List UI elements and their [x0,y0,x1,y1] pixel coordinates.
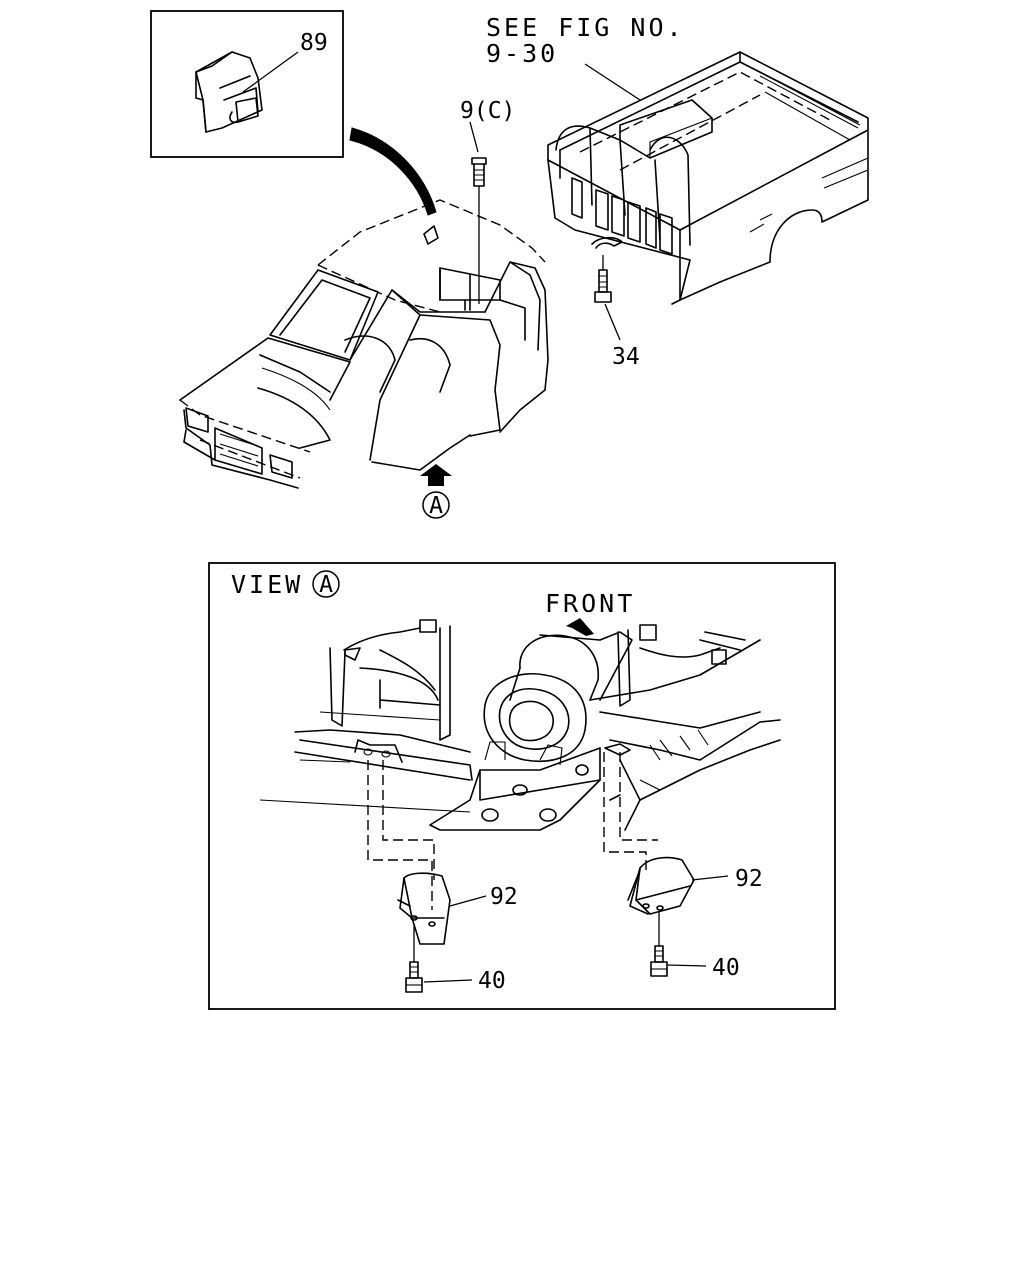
chassis-drawing [259,619,781,831]
view-title-marker: A [319,572,333,598]
leader-see-fig [584,63,641,101]
label-92-left: 92 [490,884,518,910]
leader-89 [242,51,299,93]
leader-9c [469,121,479,153]
bolt-9c [471,157,487,304]
bolt-34 [594,255,621,341]
label-34: 34 [612,344,640,370]
install-path-right-1 [603,752,647,870]
truck-bed-drawing [547,51,869,305]
leader-40-right [667,964,707,967]
bracket-92-right [627,856,695,915]
inset-frame [150,10,344,158]
view-a-marker: A [429,493,443,519]
view-a-panel: VIEW A FRONT [208,562,836,1010]
see-fig-line2: 9-30 [486,39,558,68]
view-a-circle [422,491,450,519]
label-9c: 9(C) [460,98,515,124]
leader-92-left [449,895,487,907]
view-title-circle [312,570,340,598]
view-a-arrow [420,464,452,486]
bolt-40-right [650,912,668,977]
label-40-left: 40 [478,968,506,994]
view-a-frame [208,562,836,1010]
leader-34 [604,303,621,341]
front-label: FRONT [545,589,635,618]
see-fig-line1: SEE FIG NO. [486,13,685,42]
bracket-92-left [397,872,451,945]
label-92-right: 92 [735,866,763,892]
view-title: VIEW [231,570,303,599]
install-path-right-2 [619,752,658,841]
front-arrow [566,618,594,636]
leader-40-left [423,979,473,983]
inset-pointer-arrow [349,127,437,216]
label-89: 89 [300,30,328,56]
clip-89-drawing [195,51,263,133]
install-path-left-1 [367,760,433,910]
install-path-left-2 [382,760,435,880]
detail-inset-89: 89 [150,10,344,158]
bolt-40-left [405,925,423,993]
cab-body-drawing [179,199,549,489]
label-40-right: 40 [712,955,740,981]
leader-92-right [691,875,729,881]
